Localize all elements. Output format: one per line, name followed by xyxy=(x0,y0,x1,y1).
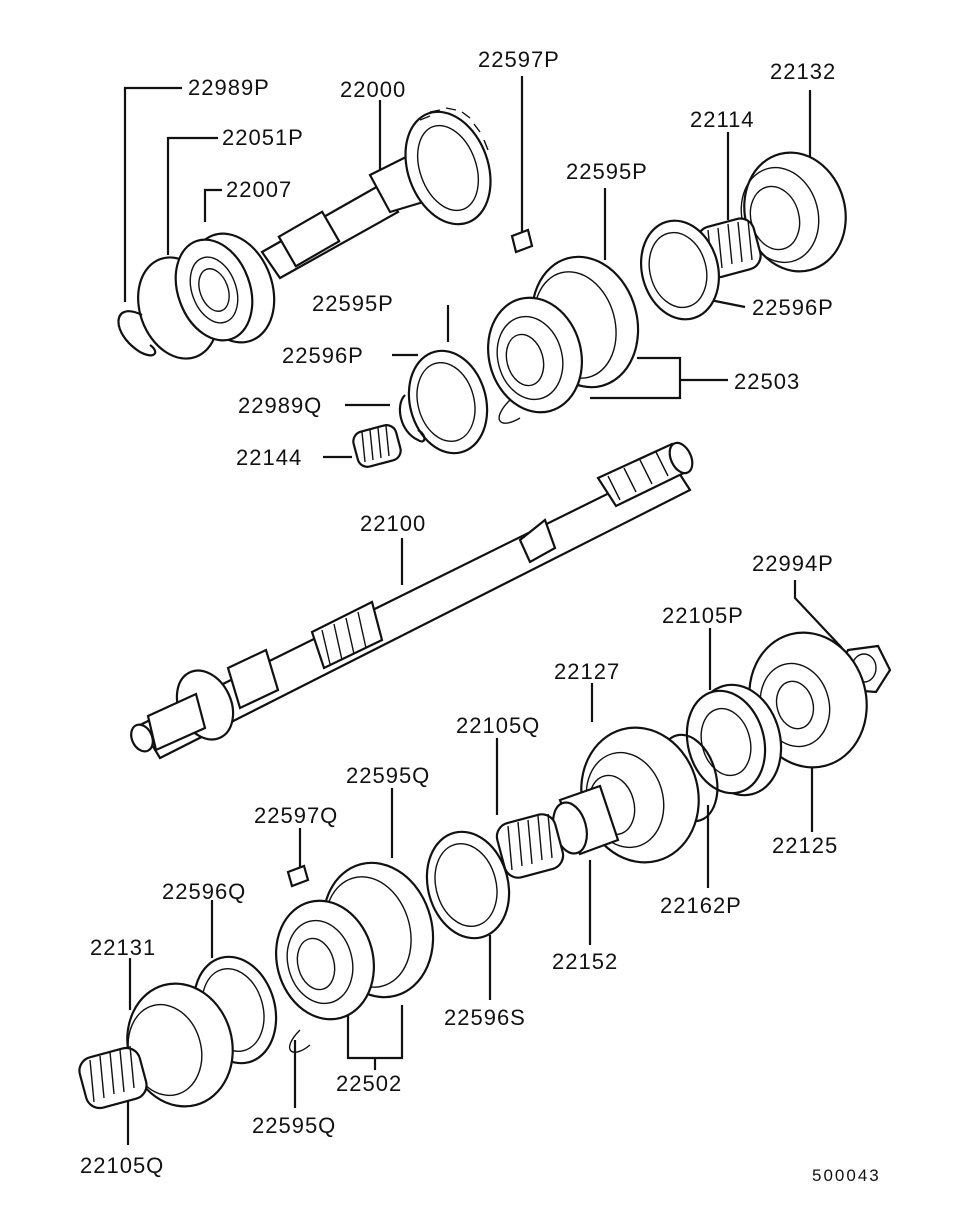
sync-ring-22596P-left xyxy=(407,349,489,455)
needle-bearing-22105Q-lower xyxy=(78,1045,148,1110)
label-22596P-right: 22596P xyxy=(752,295,834,320)
main-shaft-22100 xyxy=(130,441,694,760)
label-22596Q: 22596Q xyxy=(162,879,247,904)
bearing-22007 xyxy=(174,232,276,344)
label-22000: 22000 xyxy=(340,77,407,102)
label-22007: 22007 xyxy=(226,177,293,202)
label-22162P: 22162P xyxy=(660,893,742,918)
snap-ring-22989P xyxy=(117,310,157,357)
label-22132: 22132 xyxy=(770,59,837,84)
label-22989P: 22989P xyxy=(188,75,270,100)
label-22597Q: 22597Q xyxy=(254,803,339,828)
label-22502: 22502 xyxy=(336,1071,403,1096)
label-22595Q-lower: 22595Q xyxy=(252,1113,337,1138)
label-22596P-left: 22596P xyxy=(282,343,364,368)
label-22127: 22127 xyxy=(554,659,621,684)
label-22595Q-upper: 22595Q xyxy=(346,763,431,788)
label-22596S: 22596S xyxy=(444,1005,526,1030)
diagram-code: 500043 xyxy=(812,1166,881,1185)
input-shaft-22000 xyxy=(260,107,492,280)
key-22597Q xyxy=(286,864,310,888)
leader-lines xyxy=(123,76,843,1145)
label-22597P: 22597P xyxy=(478,47,560,72)
label-22131: 22131 xyxy=(90,935,157,960)
spring-ring-22595Q xyxy=(289,1029,311,1053)
label-22152: 22152 xyxy=(552,949,619,974)
label-22051P: 22051P xyxy=(222,125,304,150)
snap-ring-22989Q xyxy=(398,394,426,443)
label-22125: 22125 xyxy=(772,833,839,858)
sync-ring-22596S xyxy=(425,830,511,940)
key-22597P xyxy=(510,228,534,254)
needle-bearing-22105Q-upper xyxy=(495,813,565,879)
label-22595P-right: 22595P xyxy=(566,159,648,184)
label-22105Q-upper: 22105Q xyxy=(456,713,541,738)
label-22503: 22503 xyxy=(734,369,801,394)
label-22994P: 22994P xyxy=(752,551,834,576)
sync-ring-22596P-right xyxy=(639,219,721,321)
label-22100: 22100 xyxy=(360,511,427,536)
spring-ring xyxy=(498,399,521,424)
label-22595P-left: 22595P xyxy=(312,291,394,316)
hub-22502 xyxy=(275,899,375,1021)
needle-bearing-22144 xyxy=(352,424,402,468)
hub-22503 xyxy=(487,296,583,414)
label-22144: 22144 xyxy=(236,445,303,470)
label-22105Q-lower: 22105Q xyxy=(80,1153,165,1178)
bearing-22105P xyxy=(685,683,783,797)
label-22114: 22114 xyxy=(690,107,755,132)
label-22105P: 22105P xyxy=(662,603,744,628)
label-22989Q: 22989Q xyxy=(238,393,323,418)
